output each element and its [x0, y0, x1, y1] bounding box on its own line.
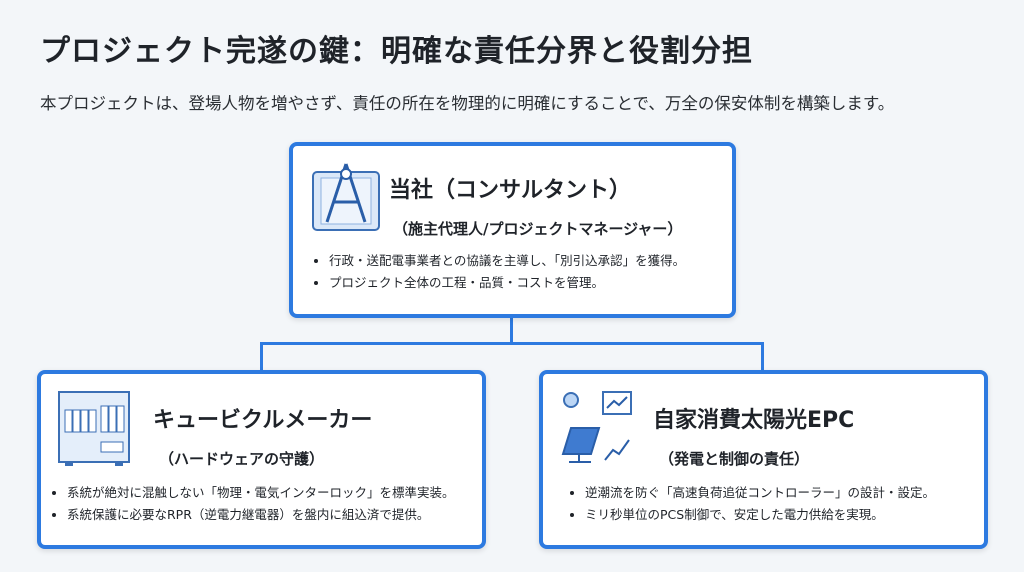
epc-box: 自家消費太陽光EPC （発電と制御の責任） 逆潮流を防ぐ「高速負荷追従コントロー… [539, 370, 988, 549]
bullet-list: 系統が絶対に混触しない「物理・電気インターロック」を標準実装。 系統保護に必要な… [49, 482, 455, 526]
box-role: （発電と制御の責任） [659, 450, 810, 468]
box-role: （ハードウェアの守護） [159, 450, 325, 468]
box-title: 当社（コンサルタント） [389, 178, 632, 203]
bullet-list: 逆潮流を防ぐ「高速負荷追従コントローラー」の設計・設定。 ミリ秒単位のPCS制御… [567, 482, 935, 526]
box-role: （施主代理人/プロジェクトマネージャー） [393, 220, 683, 238]
bullet-list: 行政・送配電事業者との協議を主導し、「別引込承認」を獲得。 プロジェクト全体の工… [311, 250, 685, 294]
bullet-item: 逆潮流を防ぐ「高速負荷追従コントローラー」の設計・設定。 [585, 482, 935, 504]
page-title: プロジェクト完遂の鍵：明確な責任分界と役割分担 [40, 34, 753, 69]
connector-left [260, 342, 263, 372]
page-subtitle: 本プロジェクトは、登場人物を増やさず、責任の所在を物理的に明確にすることで、万全… [40, 94, 895, 113]
bullet-item: 行政・送配電事業者との協議を主導し、「別引込承認」を獲得。 [329, 250, 685, 272]
bullet-item: ミリ秒単位のPCS制御で、安定した電力供給を実現。 [585, 504, 935, 526]
cubicle-box: キュービクルメーカー （ハードウェアの守護） 系統が絶対に混触しない「物理・電気… [37, 370, 486, 549]
connector-vertical-top [510, 315, 513, 345]
connector-right [761, 342, 764, 372]
blueprint-compass-icon [307, 160, 385, 240]
connector-horizontal [260, 342, 764, 345]
bullet-item: 系統が絶対に混触しない「物理・電気インターロック」を標準実装。 [67, 482, 455, 504]
consultant-box: 当社（コンサルタント） （施主代理人/プロジェクトマネージャー） 行政・送配電事… [289, 142, 736, 318]
box-title: キュービクルメーカー [153, 408, 373, 433]
box-title: 自家消費太陽光EPC [653, 408, 855, 433]
switchgear-cabinet-icon [55, 388, 133, 468]
solar-panel-chart-icon [557, 388, 635, 468]
bullet-item: プロジェクト全体の工程・品質・コストを管理。 [329, 272, 685, 294]
bullet-item: 系統保護に必要なRPR（逆電力継電器）を盤内に組込済で提供。 [67, 504, 455, 526]
